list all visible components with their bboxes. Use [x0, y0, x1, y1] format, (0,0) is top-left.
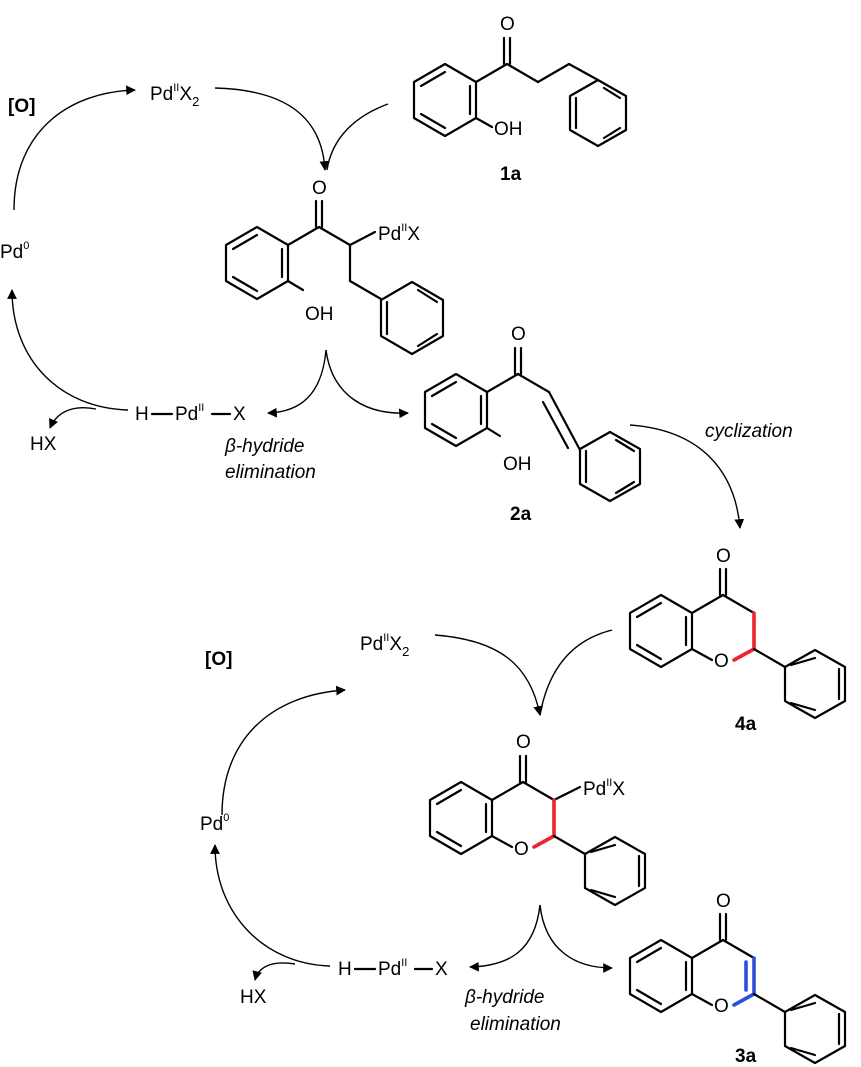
compound-2a: O OH 2a: [423, 324, 642, 525]
compound-3a-label: 3a: [735, 1046, 757, 1067]
cyclization-label: cyclization: [705, 421, 793, 442]
svg-text:elimination: elimination: [470, 1014, 561, 1035]
hydride-species: H PdII X: [135, 402, 246, 425]
pd-salt-label: PdIIX2: [150, 82, 199, 109]
svg-text:OH: OH: [305, 304, 334, 325]
pd-alkyl-intermediate-1: O PdIIX OH: [224, 178, 445, 356]
compound-4a-label: 4a: [735, 714, 757, 735]
svg-text:PdII: PdII: [175, 402, 204, 425]
svg-text:H: H: [135, 404, 149, 425]
hx-release-arrow: [48, 407, 97, 429]
hydride-species-2: H PdII X: [338, 957, 448, 980]
svg-text:PdII: PdII: [378, 957, 407, 980]
beta-hydride-label: β-hydride: [224, 436, 305, 457]
reductive-elimination-arrow: [7, 289, 129, 411]
svg-text:O: O: [312, 178, 327, 199]
top-pd-cycle: [O] PdIIX2 Pd0 H PdII X HX β-hydride eli…: [0, 82, 409, 483]
carbonyl-oxygen: O: [500, 14, 515, 35]
palladation-arrow: [214, 87, 330, 171]
svg-text:O: O: [714, 996, 729, 1017]
compound-4a: O O 4a: [628, 546, 847, 735]
bottom-pd-cycle: [O] PdIIX2 Pd0 H PdII X HX β-hydride eli…: [200, 629, 613, 1035]
svg-text:O: O: [716, 546, 731, 567]
compound-3a: O O 3a: [628, 891, 847, 1067]
svg-text:O: O: [514, 839, 529, 860]
reoxidation-arrow: [13, 85, 136, 211]
hydroxyl-group: OH: [494, 119, 523, 140]
c-o-bond-highlight: [732, 992, 756, 1007]
enone-formation-arrow: [325, 349, 409, 419]
compound-1a-label: 1a: [500, 164, 522, 185]
svg-text:PdIIX2: PdIIX2: [360, 632, 409, 659]
svg-text:O: O: [516, 732, 531, 753]
svg-text:[O]: [O]: [205, 649, 232, 670]
compound-1a: O OH 1a: [412, 14, 628, 185]
svg-text:HX: HX: [240, 987, 267, 1008]
pd-alkyl-intermediate-2: O PdIIX O: [428, 732, 647, 907]
hydride-formation-arrow: [267, 349, 327, 418]
svg-text:Pd0: Pd0: [200, 812, 229, 835]
elimination-label: elimination: [225, 462, 316, 483]
ring-oxygen: O: [714, 651, 729, 672]
hx-byproduct: HX: [30, 434, 57, 455]
substrate-entry-arrow: [326, 103, 389, 171]
cyclization-arrow: [629, 424, 745, 529]
svg-text:OH: OH: [503, 454, 532, 475]
svg-text:O: O: [511, 324, 526, 345]
svg-text:H: H: [338, 959, 352, 980]
pd-zero-label: Pd0: [0, 240, 29, 263]
svg-text:X: X: [435, 959, 448, 980]
svg-text:O: O: [716, 891, 731, 912]
new-c-o-bond: [732, 647, 756, 662]
oxidant-label: [O]: [8, 96, 35, 117]
svg-text:X: X: [233, 404, 246, 425]
svg-text:PdIIX: PdIIX: [583, 777, 625, 800]
compound-2a-label: 2a: [510, 504, 532, 525]
svg-text:β-hydride: β-hydride: [464, 987, 545, 1008]
pd-x-substituent: PdIIX: [378, 222, 420, 245]
